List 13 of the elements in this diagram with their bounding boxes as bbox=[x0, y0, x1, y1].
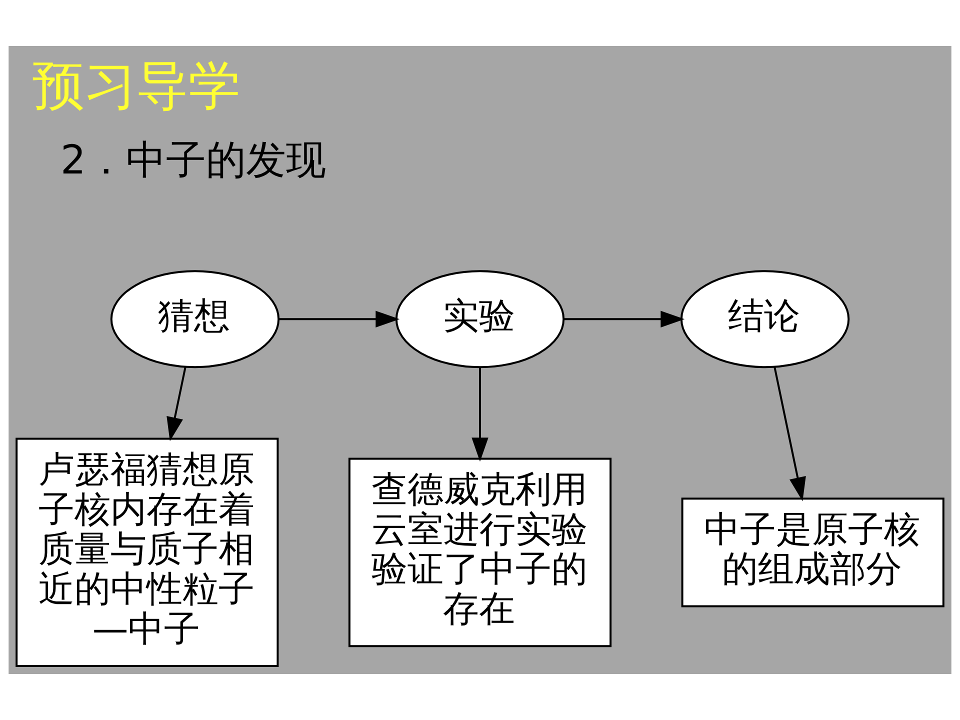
arrow bbox=[166, 366, 186, 442]
diagram-title: 预习导学 bbox=[32, 56, 241, 116]
node-box: 卢瑟福猜想原子核内存在着质量与质子相近的中性粒子—中子 bbox=[16, 438, 279, 668]
label: 2．中子的发现 bbox=[60, 138, 326, 184]
node-box: 中子是原子核的组成部分 bbox=[681, 498, 944, 608]
arrow bbox=[774, 366, 806, 502]
node-ellipse: 猜想 bbox=[110, 270, 280, 368]
arrow bbox=[564, 310, 685, 328]
node-box: 查德威克利用云室进行实验验证了中子的存在 bbox=[348, 458, 612, 648]
node-ellipse: 结论 bbox=[680, 270, 850, 368]
node-ellipse: 实验 bbox=[395, 270, 565, 368]
arrow bbox=[278, 310, 400, 328]
arrow bbox=[472, 368, 488, 462]
